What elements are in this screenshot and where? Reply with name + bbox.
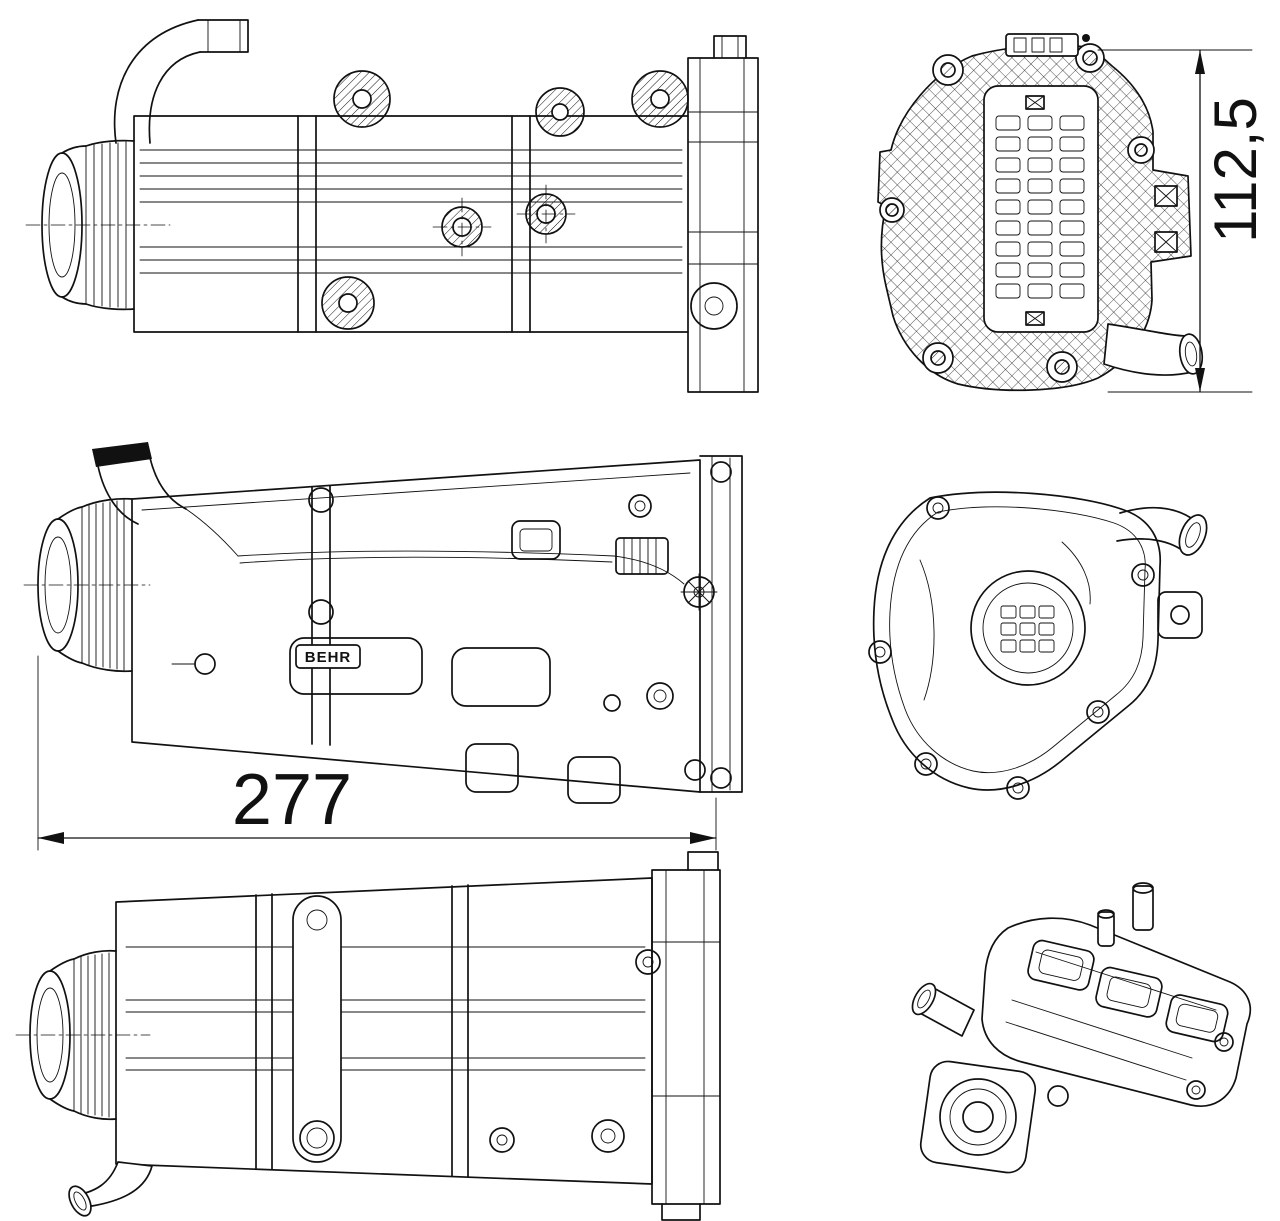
weld-marks: [1025, 95, 1178, 326]
arrowhead-up: [1195, 50, 1205, 74]
top-connector: [1005, 33, 1090, 57]
datum-dot: [1082, 34, 1090, 42]
housing-plate: [131, 455, 743, 804]
view-housing-end: [868, 491, 1208, 800]
brand-logo-label: BEHR: [305, 649, 352, 666]
view-side-elevation-top: [25, 19, 759, 393]
inlet-flange: [29, 949, 117, 1121]
port-flange: [919, 1060, 1037, 1174]
view-gasket-face: 112,5: [877, 33, 1269, 393]
end-plate: [687, 35, 759, 393]
view-side-elevation-bottom: [15, 851, 721, 1221]
cooler-body: [133, 115, 689, 333]
top-pipe-stubs: [1097, 882, 1154, 947]
vacuum-pipe: [92, 442, 239, 557]
cooler-core-louvers: [995, 115, 1085, 299]
dimension-length: 277: [37, 655, 717, 851]
port-grid: [1000, 605, 1055, 653]
arrowhead-down: [1195, 368, 1205, 392]
inlet-flange: [37, 497, 133, 673]
view-top-perspective: [911, 882, 1252, 1174]
cooler-body: [115, 877, 653, 1185]
mount-strap: [292, 895, 342, 1163]
arrowhead-right: [690, 832, 716, 844]
surface-bosses: [1027, 939, 1229, 1043]
bolt-holes: [879, 43, 1155, 383]
exhaust-port: [970, 570, 1086, 686]
side-pipe-stub: [911, 982, 975, 1037]
cooler-core-window: [983, 85, 1099, 333]
coolant-pipe-stub: [1116, 506, 1208, 556]
mount-tabs: [1047, 1032, 1234, 1107]
dimension-length-label: 277: [232, 760, 352, 840]
brand-logo-frame: [295, 644, 361, 669]
mount-bracket: [1157, 591, 1203, 639]
dimension-height: 112,5: [1097, 49, 1269, 393]
view-side-elevation-middle: BEHR 277: [23, 442, 743, 851]
brand-logo: BEHR: [295, 644, 361, 669]
drain-elbow-pipe: [68, 1161, 153, 1217]
dimension-height-label: 112,5: [1202, 97, 1269, 243]
end-plate: [651, 851, 721, 1221]
bolt-bosses: [868, 496, 1155, 800]
coolant-elbow-pipe: [113, 19, 249, 144]
inlet-flange: [41, 139, 135, 311]
outlet-pipe-stub: [1103, 323, 1204, 376]
mounting-bosses-hatched: [321, 70, 689, 330]
arrowhead-left: [38, 832, 64, 844]
